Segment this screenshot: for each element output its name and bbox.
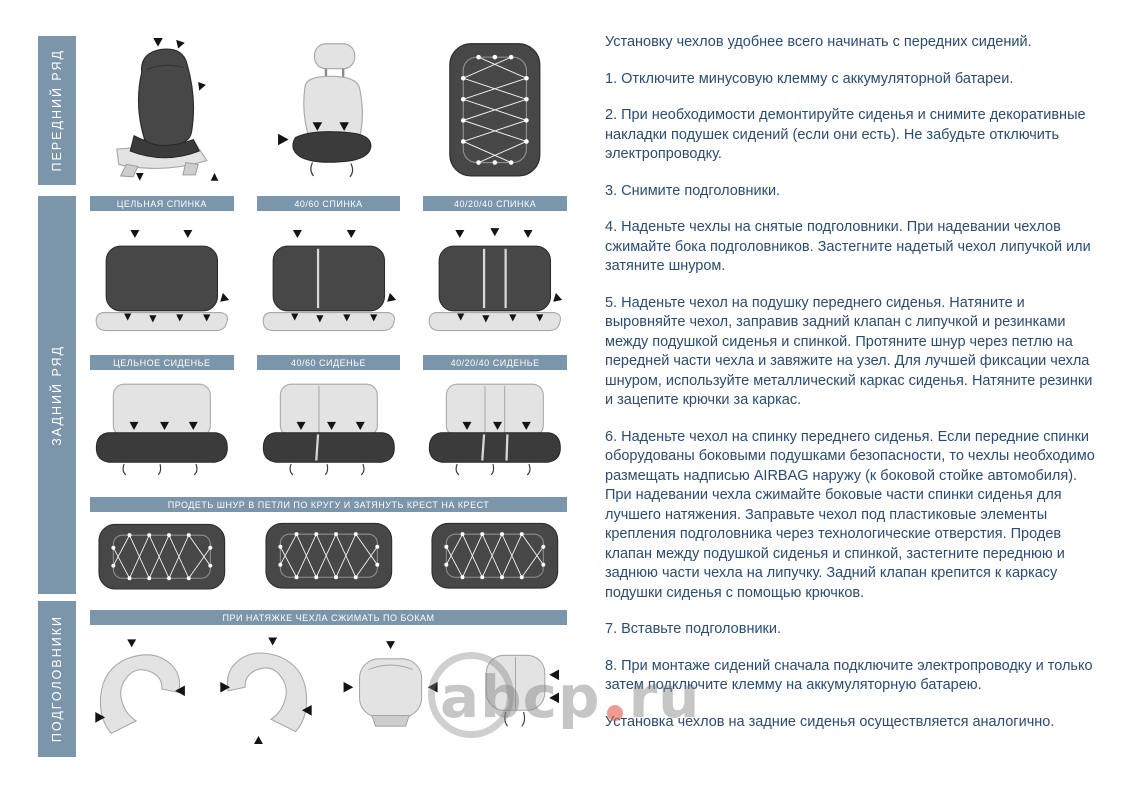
- section-front-row-label: ПЕРЕДНИЙ РЯД: [50, 49, 64, 172]
- step-2: 2. При необходимости демонтируйте сидень…: [605, 107, 1086, 162]
- header-backrest-40-20-40: 40/20/40 СПИНКА: [423, 196, 567, 211]
- front-backrest-lacing-illustration: [423, 34, 567, 186]
- backrest-headers-row: ЦЕЛЬНАЯ СПИНКА 40/60 СПИНКА 40/20/40 СПИ…: [90, 196, 567, 211]
- intro-text: Установку чехлов удобнее всего начинать …: [605, 34, 1032, 50]
- lacing-illustration-1: [90, 513, 234, 603]
- lacing-illustration-2: [257, 513, 401, 603]
- step-6: 6. Наденьте чехол на спинку переднего си…: [605, 428, 1095, 601]
- rear-backrest-40-20-40-illustration: [423, 213, 567, 351]
- rear-backrest-illustrations: [90, 213, 567, 351]
- section-headrests: ПОДГОЛОВНИКИ: [38, 601, 76, 757]
- step-3: 3. Снимите подголовники.: [605, 182, 781, 199]
- header-cushion-40-60: 40/60 СИДЕНЬЕ: [256, 355, 401, 370]
- step-4: 4. Наденьте чехлы на снятые подголовники…: [605, 219, 1091, 274]
- headrest-illustrations: [90, 626, 567, 760]
- step-7: 7. Вставьте подголовники.: [605, 621, 782, 637]
- front-cushion-cover-illustration: [257, 34, 401, 186]
- step-1: 1. Отключите минусовую клемму с аккумуля…: [605, 70, 1014, 87]
- headrest-note-bar: ПРИ НАТЯЖКЕ ЧЕХЛА СЖИМАТЬ ПО БОКАМ: [90, 610, 567, 625]
- headrest-cover-stretch-illustration-2: [215, 626, 317, 760]
- headrest-cover-stretch-illustration-1: [90, 626, 192, 760]
- section-front-row: ПЕРЕДНИЙ РЯД: [38, 36, 76, 185]
- rear-cushion-40-20-40-illustration: [423, 372, 567, 493]
- header-backrest-solid: ЦЕЛЬНАЯ СПИНКА: [90, 196, 234, 211]
- front-row-illustrations: [90, 34, 567, 186]
- header-backrest-40-60: 40/60 СПИНКА: [256, 196, 401, 211]
- headrest-squeeze-illustration: [340, 626, 442, 760]
- section-back-row-label: ЗАДНИЙ РЯД: [50, 344, 64, 446]
- instruction-text: Установку чехлов удобнее всего начинать …: [605, 33, 1096, 732]
- section-back-row: ЗАДНИЙ РЯД: [38, 196, 76, 594]
- cushion-headers-row: ЦЕЛЬНОЕ СИДЕНЬЕ 40/60 СИДЕНЬЕ 40/20/40 С…: [90, 355, 567, 370]
- rear-backrest-40-60-illustration: [257, 213, 401, 351]
- rear-cushion-illustrations: [90, 372, 567, 493]
- rear-backrest-solid-illustration: [90, 213, 234, 351]
- headrest-cover-back-illustration: [465, 626, 567, 760]
- header-cushion-40-20-40: 40/20/40 СИДЕНЬЕ: [423, 355, 567, 370]
- step-5: 5. Наденьте чехол на подушку переднего с…: [605, 294, 1093, 409]
- outro-text: Установка чехлов на задние сиденья осуще…: [605, 713, 1055, 730]
- lacing-illustrations: [90, 513, 567, 603]
- step-8: 8. При монтаже сидений сначала подключит…: [605, 657, 1093, 694]
- header-cushion-solid: ЦЕЛЬНОЕ СИДЕНЬЕ: [90, 355, 234, 370]
- rear-cushion-solid-illustration: [90, 372, 234, 493]
- front-seat-cover-side-illustration: [90, 34, 234, 186]
- lacing-illustration-3: [423, 513, 567, 603]
- rear-cushion-40-60-illustration: [257, 372, 401, 493]
- section-headrests-label: ПОДГОЛОВНИКИ: [50, 615, 64, 743]
- lacing-note-bar: ПРОДЕТЬ ШНУР В ПЕТЛИ ПО КРУГУ И ЗАТЯНУТЬ…: [90, 497, 567, 512]
